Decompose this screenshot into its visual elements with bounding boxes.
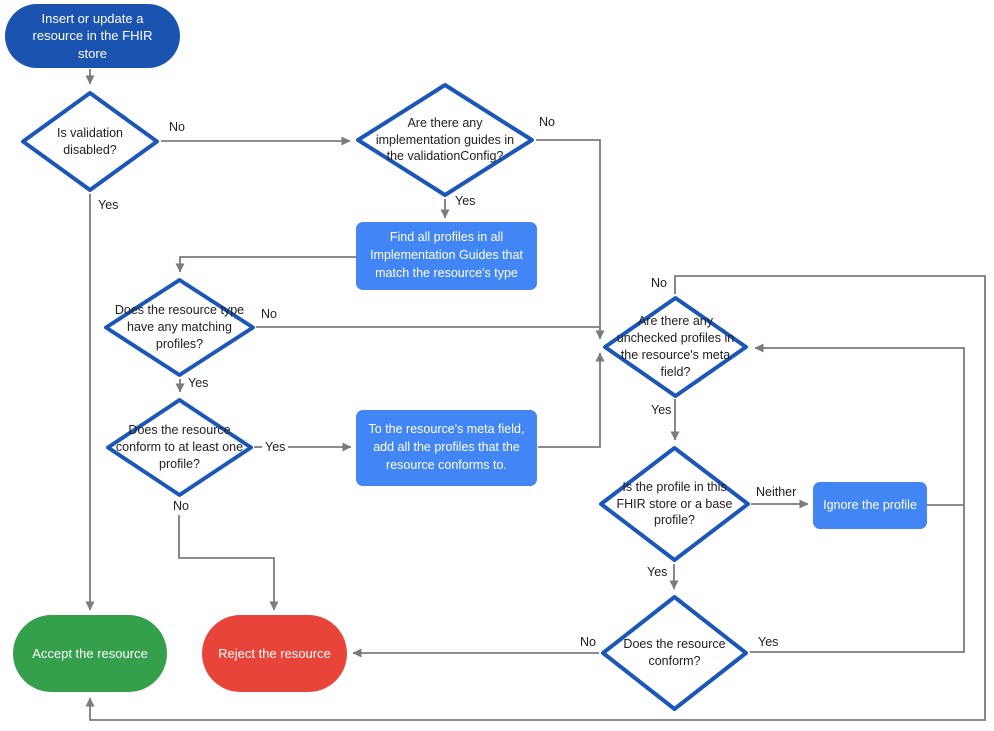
decision-resource-conform: Does the resource conform?: [600, 594, 749, 712]
edge-label-profile-neither: Neither: [753, 484, 800, 501]
start-node: Insert or update a resource in the FHIR …: [5, 4, 180, 68]
process-find-profiles-label: Find all profiles in all Implementation …: [370, 230, 523, 280]
edge-label-unchecked-no: No: [648, 275, 670, 292]
edge-resource-conform-yes: [750, 343, 965, 653]
start-node-label: Insert or update a resource in the FHIR …: [32, 10, 153, 61]
decision-profile-in-store-label: Is the profile in this FHIR store or a b…: [616, 479, 733, 528]
decision-profile-in-store: Is the profile in this FHIR store or a b…: [598, 445, 751, 563]
edge-label-guides-no: No: [536, 114, 558, 131]
edge-label-matching-yes: Yes: [185, 375, 212, 392]
edge-guides-no: [536, 139, 605, 340]
edge-label-conform-one-yes: Yes: [262, 439, 289, 456]
decision-unchecked-profiles: Are there any unchecked profiles in the …: [602, 295, 749, 399]
decision-validation-disabled: Is validation disabled?: [20, 90, 160, 193]
accept-node-label: Accept the resource: [32, 645, 148, 661]
process-ignore-profile: Ignore the profile: [813, 482, 927, 529]
decision-implementation-guides-label: Are there any implementation guides in t…: [375, 115, 515, 164]
edge-label-resource-conform-yes: Yes: [755, 634, 782, 651]
decision-resource-conform-label: Does the resource conform?: [623, 637, 726, 668]
edge-label-profile-yes: Yes: [644, 564, 671, 581]
edge-label-conform-one-no: No: [170, 498, 192, 515]
edge-find-to-matching: [175, 256, 356, 273]
diamond-shape: [599, 446, 750, 562]
decision-conform-one-label: Does the resource conform to at least on…: [115, 423, 244, 471]
diamond-shape: [21, 91, 159, 192]
edge-unchecked-no-loop: [85, 275, 986, 721]
process-add-profiles: To the resource's meta field, add all th…: [356, 410, 537, 486]
diamond-shape: [603, 296, 748, 398]
diamond-shape: [106, 398, 253, 497]
edge-label-validation-yes: Yes: [95, 197, 122, 214]
edge-add-to-unchecked: [538, 352, 605, 448]
reject-node: Reject the resource: [202, 615, 347, 692]
process-find-profiles: Find all profiles in all Implementation …: [356, 222, 537, 290]
edge-label-unchecked-yes: Yes: [648, 402, 675, 419]
process-add-profiles-label: To the resource's meta field, add all th…: [368, 422, 525, 472]
edge-label-resource-conform-no: No: [577, 634, 599, 651]
diamond-shape: [356, 83, 534, 197]
decision-conform-one: Does the resource conform to at least on…: [105, 397, 254, 498]
process-ignore-profile-label: Ignore the profile: [823, 497, 917, 512]
decision-matching-profiles-label: Does the resource type have any matching…: [114, 303, 245, 351]
edge-label-guides-yes: Yes: [452, 193, 479, 210]
diamond-shape: [601, 595, 748, 711]
edge-label-matching-no: No: [258, 306, 280, 323]
decision-unchecked-profiles-label: Are there any unchecked profiles in the …: [616, 314, 735, 379]
decision-validation-disabled-label: Is validation disabled?: [56, 125, 123, 157]
edge-label-validation-no: No: [166, 119, 188, 136]
accept-node: Accept the resource: [13, 615, 167, 692]
diamond-shape: [104, 278, 255, 377]
edge-conform-one-no: [178, 499, 279, 611]
decision-matching-profiles: Does the resource type have any matching…: [103, 277, 256, 378]
decision-implementation-guides: Are there any implementation guides in t…: [355, 82, 535, 198]
reject-node-label: Reject the resource: [218, 645, 331, 661]
